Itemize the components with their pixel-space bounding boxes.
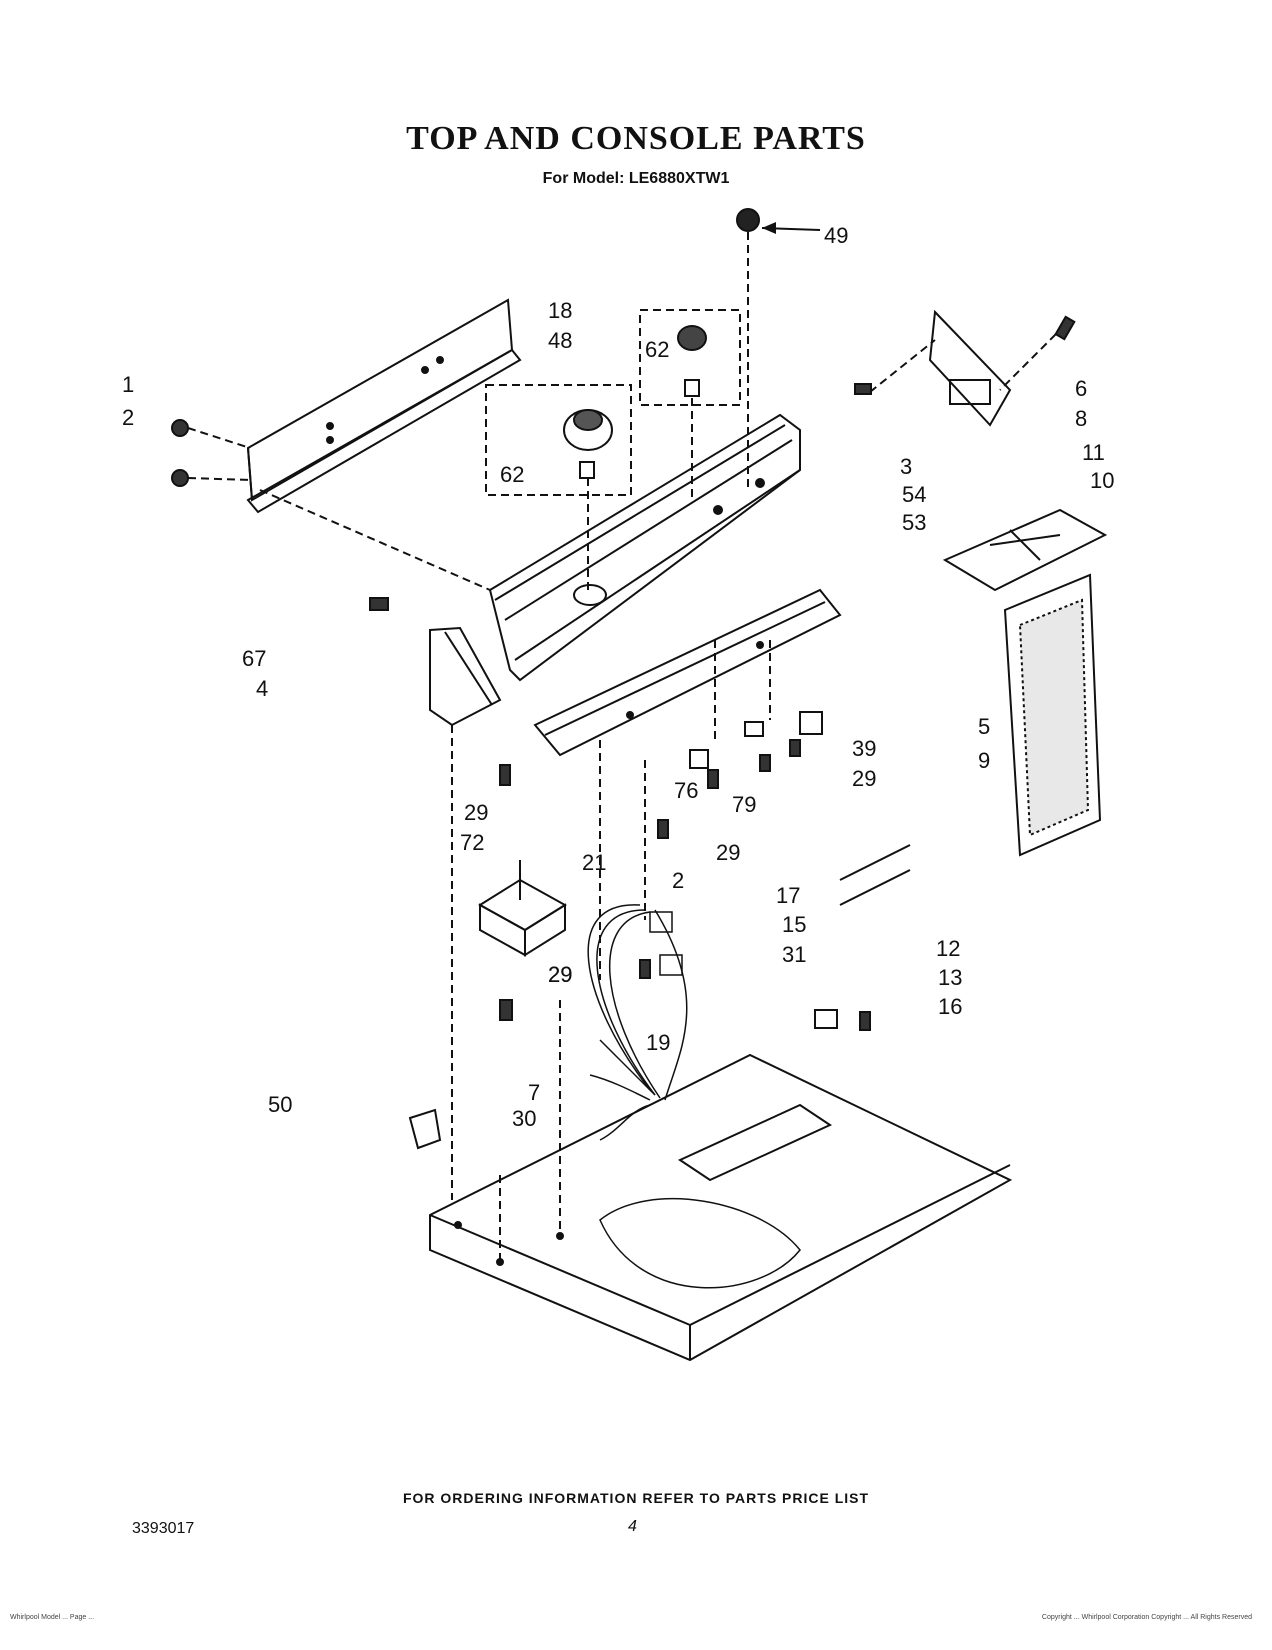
document-number: 3393017 <box>132 1520 195 1537</box>
callout-6: 6 <box>1075 376 1087 401</box>
callout-labels: 49 18 48 62 62 1 2 6 8 3 54 53 11 10 67 … <box>122 223 1114 1131</box>
console-bracket-part-53 <box>533 588 842 757</box>
switch-part-8 <box>854 309 1076 427</box>
callout-67: 67 <box>242 646 266 671</box>
callout-54: 54 <box>902 482 926 507</box>
callout-16: 16 <box>938 994 962 1019</box>
callout-49: 49 <box>824 223 848 248</box>
timer-knob-group-48 <box>485 384 632 590</box>
ordering-note: FOR ORDERING INFORMATION REFER TO PARTS … <box>402 1490 870 1506</box>
callout-15: 15 <box>782 912 806 937</box>
page-title: TOP AND CONSOLE PARTS <box>406 120 866 157</box>
callout-5: 5 <box>978 714 990 739</box>
callout-29-right: 29 <box>852 766 876 791</box>
fine-print-left: Whirlpool Model ... Page ... <box>10 1614 95 1621</box>
callout-11: 11 <box>1082 440 1105 465</box>
callout-53: 53 <box>902 510 926 535</box>
callout-3: 3 <box>900 454 912 479</box>
callout-9: 9 <box>978 748 990 773</box>
callout-30: 30 <box>512 1106 536 1131</box>
callout-29-b: 29 <box>548 962 572 987</box>
wire-harness-part-31 <box>587 904 688 1141</box>
callout-12: 12 <box>936 936 960 961</box>
lint-cover-part-11 <box>942 508 1108 592</box>
rear-bracket-part-1 <box>246 298 522 514</box>
console-panel-part-54 <box>488 413 801 682</box>
end-cap-part-4 <box>369 597 502 1200</box>
knob-group-18 <box>639 309 741 500</box>
callout-19: 19 <box>646 1030 670 1055</box>
page-number: 4 <box>628 1518 637 1535</box>
small-fasteners <box>499 711 823 1021</box>
callout-48: 48 <box>548 328 572 353</box>
callout-76: 76 <box>674 778 698 803</box>
clip-part-50 <box>408 1108 442 1150</box>
callout-10: 10 <box>1090 468 1114 493</box>
callout-29-lower: 29 <box>548 962 572 987</box>
fine-print-right: Copyright ... Whirlpool Corporation Copy… <box>1041 1614 1252 1621</box>
callout-4: 4 <box>256 676 268 701</box>
callout-29-mid: 29 <box>716 840 740 865</box>
model-subtitle: For Model: LE6880XTW1 <box>542 170 730 187</box>
callout-2-left: 2 <box>122 405 134 430</box>
callout-79: 79 <box>732 792 756 817</box>
callout-8: 8 <box>1075 406 1087 431</box>
callout-62: 62 <box>500 462 524 487</box>
top-panel-part-16 <box>429 1053 1013 1362</box>
callout-2-center: 2 <box>672 868 684 893</box>
callout-21: 21 <box>582 850 606 875</box>
callout-62-top: 62 <box>645 337 669 362</box>
wires-parts-5-9 <box>839 844 911 906</box>
callout-39: 39 <box>852 736 876 761</box>
callout-31: 31 <box>782 942 806 967</box>
callout-18: 18 <box>548 298 572 323</box>
lint-screen-part-10 <box>1003 573 1102 857</box>
rear-bracket-screws <box>171 419 491 591</box>
callout-1: 1 <box>122 372 134 397</box>
callout-17: 17 <box>776 883 800 908</box>
callout-29-left: 29 <box>464 800 488 825</box>
callout-13: 13 <box>938 965 962 990</box>
clips-parts-12-13 <box>814 1009 871 1031</box>
callout-50: 50 <box>268 1092 292 1117</box>
callout-7: 7 <box>528 1080 540 1105</box>
callout-72: 72 <box>460 830 484 855</box>
motor-part-21 <box>478 860 567 957</box>
